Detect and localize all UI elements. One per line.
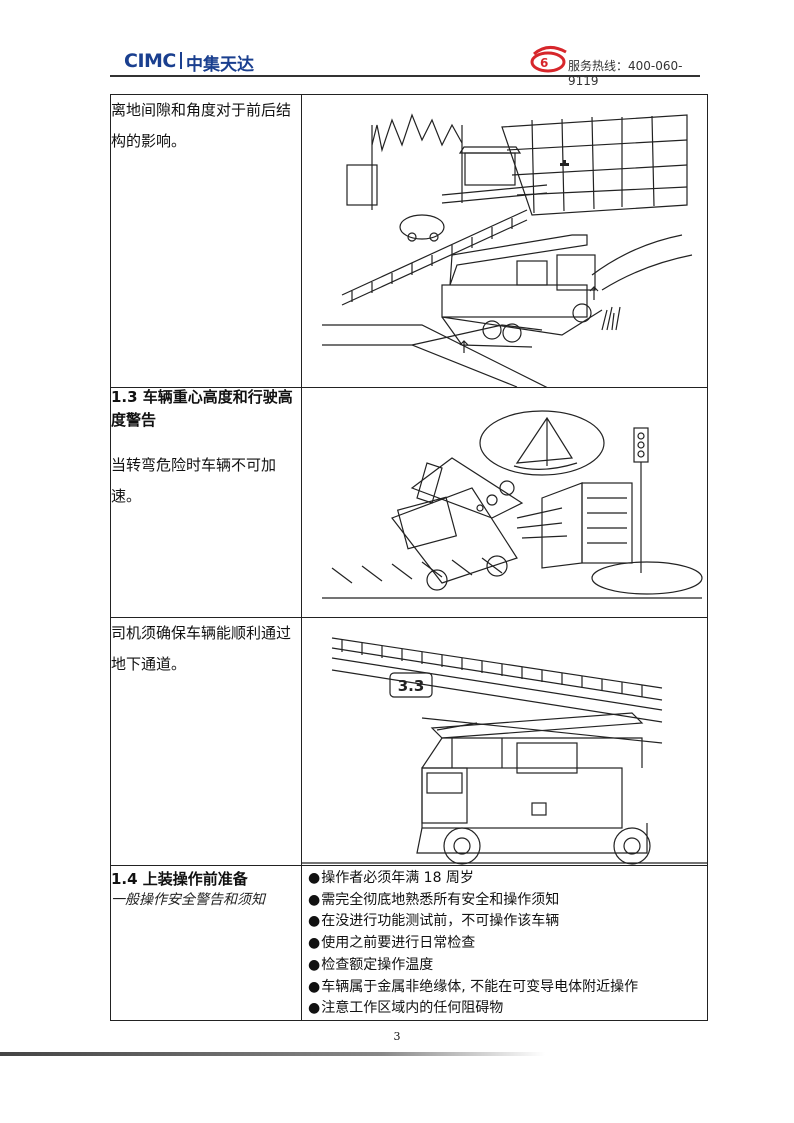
cornering-warning-illustration xyxy=(322,410,703,599)
list-item: 注意工作区域内的任何阻碍物 xyxy=(308,998,707,1020)
list-item: 需完全彻底地熟悉所有安全和操作须知 xyxy=(308,890,707,912)
underpass-clearance-illustration: 3.3 xyxy=(302,637,707,865)
logo-divider xyxy=(180,52,182,69)
page-number: 3 xyxy=(393,1030,401,1043)
row-text: 司机须确保车辆能顺利通过地下通道。 xyxy=(111,624,292,673)
row-text-cell: 1.3 车辆重心高度和行驶高度警告 当转弯危险时车辆不可加速。 xyxy=(110,387,302,618)
list-item: 使用之前要进行日常检查 xyxy=(308,933,707,955)
row-text-cell: 1.4 上装操作前准备 一般操作安全警告和须知 xyxy=(110,865,302,1021)
header-rule xyxy=(110,75,700,77)
list-item: 车辆属于金属非绝缘体, 不能在可变导电体附近操作 xyxy=(308,977,707,999)
row-text: 当转弯危险时车辆不可加速。 xyxy=(111,456,277,505)
illustration-cell xyxy=(301,94,708,388)
page-header: CIMC 中集天达 6 服务热线：400-060-9119 xyxy=(110,44,700,88)
footer-rule xyxy=(0,1052,545,1056)
illustration-cell: 3.3 xyxy=(301,617,708,866)
list-item: 检查额定操作温度 xyxy=(308,955,707,977)
section-title: 1.3 车辆重心高度和行驶高度警告 xyxy=(111,388,293,429)
company-name-cn: 中集天达 xyxy=(186,55,254,75)
service-hotline: 服务热线：400-060-9119 xyxy=(568,59,683,88)
ground-clearance-illustration xyxy=(322,113,693,387)
list-item: 操作者必须年满 18 周岁 xyxy=(308,868,707,890)
table-row: 1.4 上装操作前准备 一般操作安全警告和须知 操作者必须年满 18 周岁 需完… xyxy=(110,865,708,1021)
table-row: 司机须确保车辆能顺利通过地下通道。 xyxy=(110,617,708,866)
bullet-cell: 操作者必须年满 18 周岁 需完全彻底地熟悉所有安全和操作须知 在没进行功能测试… xyxy=(301,865,708,1021)
section-title: 1.4 上装操作前准备 xyxy=(111,870,248,888)
svg-text:6: 6 xyxy=(540,56,548,70)
row-text-cell: 离地间隙和角度对于前后结构的影响。 xyxy=(110,94,302,388)
table-row: 1.3 车辆重心高度和行驶高度警告 当转弯危险时车辆不可加速。 xyxy=(110,387,708,618)
instruction-table: 离地间隙和角度对于前后结构的影响。 xyxy=(110,94,708,1021)
table-row: 离地间隙和角度对于前后结构的影响。 xyxy=(110,94,708,388)
row-text-cell: 司机须确保车辆能顺利通过地下通道。 xyxy=(110,617,302,866)
section-subtitle: 一般操作安全警告和须知 xyxy=(111,892,265,908)
clearance-sign-text: 3.3 xyxy=(398,677,425,695)
company-logo: CIMC xyxy=(124,50,176,72)
safety-checklist: 操作者必须年满 18 周岁 需完全彻底地熟悉所有安全和操作须知 在没进行功能测试… xyxy=(302,866,707,1020)
hotline-logo-icon: 6 xyxy=(530,46,567,73)
row-text: 离地间隙和角度对于前后结构的影响。 xyxy=(111,101,292,150)
list-item: 在没进行功能测试前，不可操作该车辆 xyxy=(308,911,707,933)
illustration-cell xyxy=(301,387,708,618)
